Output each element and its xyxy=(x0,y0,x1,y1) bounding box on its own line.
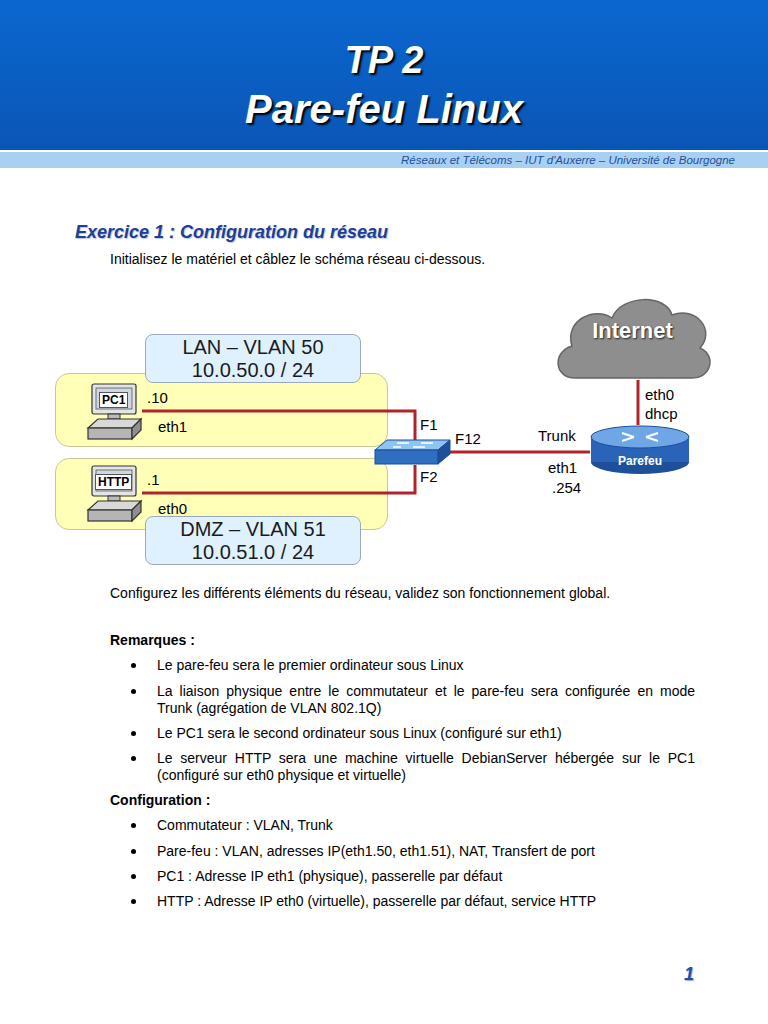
bullet-dot xyxy=(131,874,136,879)
zone-title: LAN – VLAN 50 xyxy=(182,336,323,359)
zone-header: DMZ – VLAN 5110.0.51.0 / 24 xyxy=(145,516,361,565)
address-mode: dhcp xyxy=(645,405,678,422)
zone-title: 10.0.50.0 / 24 xyxy=(192,359,314,382)
bullet-item: La liaison physique entre le commutateur… xyxy=(157,683,695,717)
zone-header: LAN – VLAN 5010.0.50.0 / 24 xyxy=(145,334,361,383)
node-label: F12 xyxy=(455,430,481,447)
ip-suffix: .254 xyxy=(552,479,581,496)
zone-title: DMZ – VLAN 51 xyxy=(180,518,326,541)
switch-icon: F12 xyxy=(375,440,450,465)
page-title: TP 2 xyxy=(0,38,768,82)
internet-cloud: Internet xyxy=(550,290,715,380)
exercise-heading: Exercice 1 : Configuration du réseau xyxy=(75,221,388,243)
node-label: HTTP xyxy=(95,474,132,490)
computer-icon: PC1 xyxy=(86,384,142,440)
bullet-dot xyxy=(131,689,136,694)
interface-name: eth0 xyxy=(645,386,674,403)
paragraph: Initialisez le matériel et câblez le sch… xyxy=(110,251,485,268)
node-label: Internet xyxy=(592,318,673,344)
bullet-dot xyxy=(131,849,136,854)
port-label: Trunk xyxy=(538,427,576,444)
ip-suffix: .10 xyxy=(147,389,168,406)
vlan-zone: LAN – VLAN 5010.0.50.0 / 24PC1 xyxy=(55,373,388,447)
bullet-item: Le PC1 sera le second ordinateur sous Li… xyxy=(157,725,695,742)
port-label: F2 xyxy=(420,468,438,485)
node-label: Parefeu xyxy=(618,454,662,468)
bullet-item: PC1 : Adresse IP eth1 (physique), passer… xyxy=(157,868,695,885)
section-heading: Configuration : xyxy=(110,792,210,809)
interface-name: eth0 xyxy=(158,500,187,517)
bullet-item: Pare-feu : VLAN, adresses IP(eth1.50, et… xyxy=(157,843,695,860)
bullet-dot xyxy=(131,663,136,668)
node-label: PC1 xyxy=(99,392,128,408)
bullet-item: HTTP : Adresse IP eth0 (virtuelle), pass… xyxy=(157,893,695,910)
bullet-item: Commutateur : VLAN, Trunk xyxy=(157,817,695,834)
course-subtitle: Réseaux et Télécoms – IUT d'Auxerre – Un… xyxy=(300,152,735,169)
bullet-dot xyxy=(131,756,136,761)
interface-name: eth1 xyxy=(158,418,187,435)
interface-name: eth1 xyxy=(548,459,577,476)
bullet-item: Le pare-feu sera le premier ordinateur s… xyxy=(157,657,695,674)
ip-suffix: .1 xyxy=(147,471,160,488)
main-title: Pare-feu Linux xyxy=(0,86,768,132)
switch-icon-shape xyxy=(375,440,450,465)
bullet-dot xyxy=(131,731,136,736)
vlan-zone: DMZ – VLAN 5110.0.51.0 / 24HTTP xyxy=(55,458,388,530)
port-label: F1 xyxy=(420,416,438,433)
bullet-item: Le serveur HTTP sera une machine virtuel… xyxy=(157,750,695,784)
page-number: 1 xyxy=(684,966,694,983)
network-cable xyxy=(637,380,640,425)
network-cable xyxy=(450,451,590,454)
zone-title: 10.0.51.0 / 24 xyxy=(192,541,314,564)
section-heading: Remarques : xyxy=(110,632,195,649)
firewall-router: Parefeu xyxy=(590,425,690,475)
paragraph: Configurez les différents éléments du ré… xyxy=(110,585,610,602)
bullet-dot xyxy=(131,899,136,904)
computer-icon: HTTP xyxy=(86,466,142,522)
bullet-dot xyxy=(131,823,136,828)
